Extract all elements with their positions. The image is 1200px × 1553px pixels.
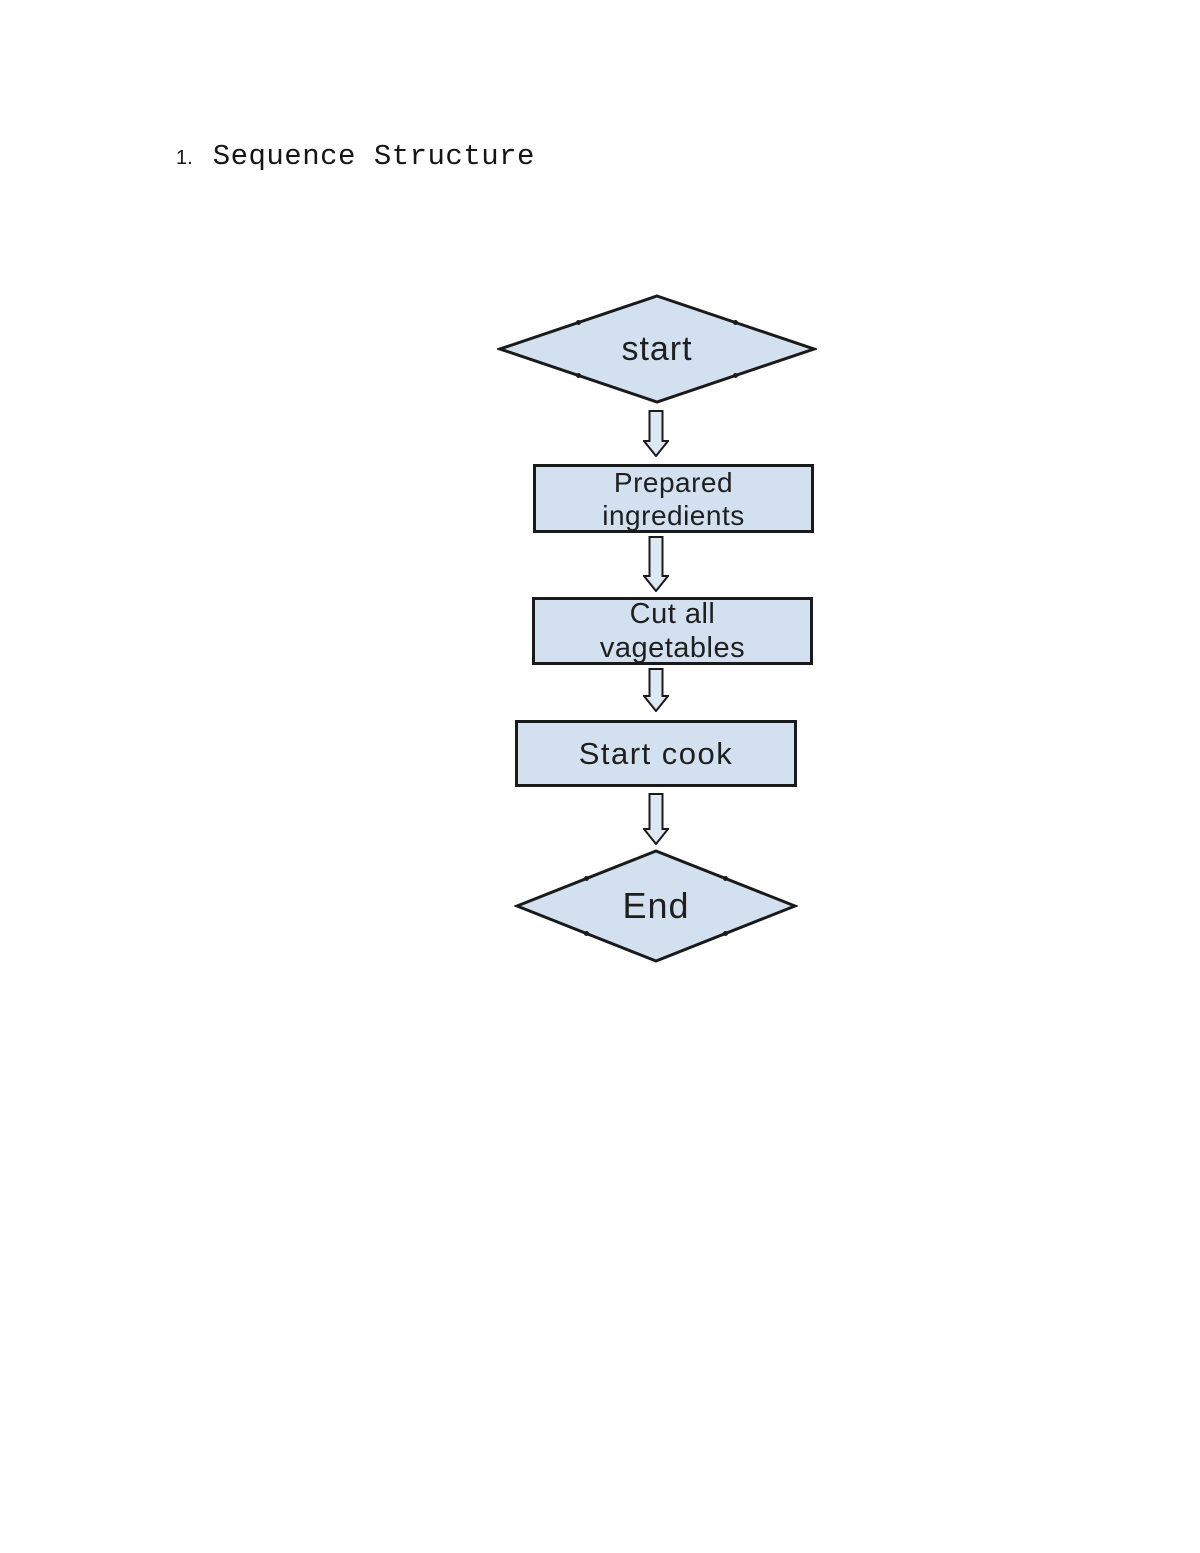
connector-arrow-down-icon	[643, 410, 669, 457]
diamond-shape	[514, 849, 798, 963]
flowchart-node-start-cook: Start cook	[515, 720, 797, 787]
section-title: Sequence Structure	[212, 140, 535, 173]
section-heading: 1. Sequence Structure	[176, 140, 535, 173]
diamond-shape	[497, 294, 817, 404]
node-label: Cut all vagetables	[599, 598, 746, 664]
connector-arrow-down-icon	[643, 793, 669, 845]
node-label: End	[622, 885, 690, 926]
node-label: Prepared ingredients	[602, 466, 745, 531]
section-number: 1.	[176, 147, 193, 169]
flowchart-node-start: start	[497, 294, 817, 404]
flowchart-node-prepared-ingredients: Prepared ingredients	[533, 464, 814, 533]
node-label: start	[621, 329, 693, 368]
flowchart-node-end: End	[514, 849, 798, 963]
connector-arrow-down-icon	[643, 536, 669, 592]
flowchart-node-cut-all-vagetables: Cut all vagetables	[532, 597, 813, 665]
connector-arrow-down-icon	[643, 668, 669, 712]
node-label: Start cook	[578, 735, 734, 771]
